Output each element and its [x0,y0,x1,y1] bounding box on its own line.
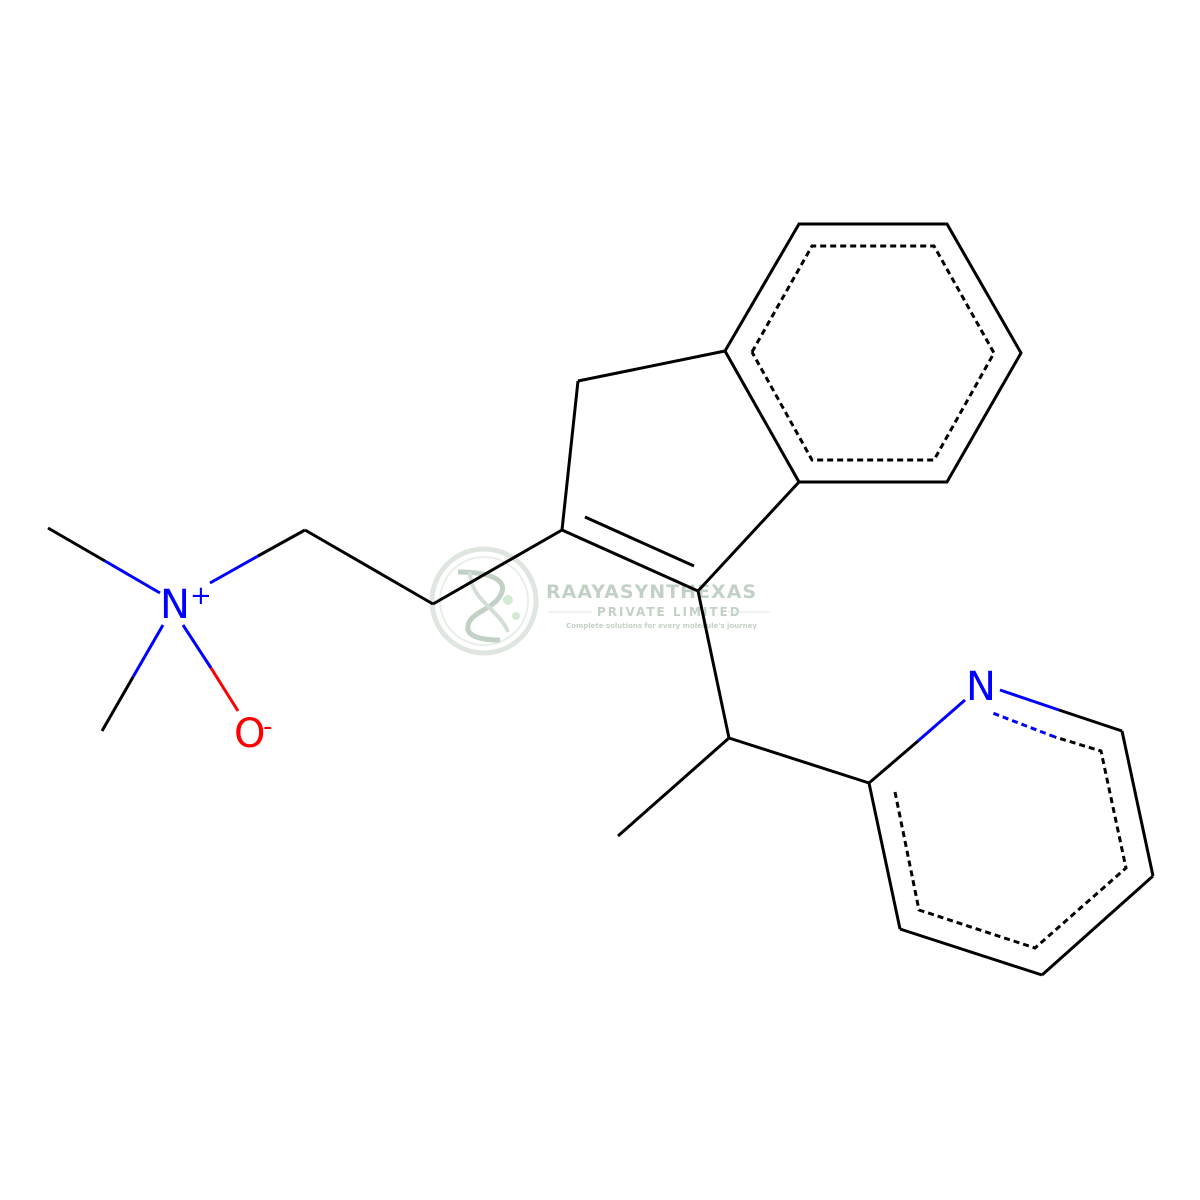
bond-c2-c3 [561,528,699,593]
bond-chain-1 [304,528,434,606]
amine-oxide-group: N + O - [47,526,306,757]
bond-c3-c3a [696,480,801,593]
bond-c2-ch2 [560,380,580,531]
bond-methyl2-n [131,624,165,678]
pyridine-aromatic-inner-n [989,710,1056,739]
benzene-ring [723,222,1023,484]
bond-ch-methyl [617,736,730,838]
bond-py-n-c2-n [917,698,966,743]
watermark: RAAYASYNTHEXAS PRIVATE LIMITED Complete … [429,546,770,656]
watermark-name: RAAYASYNTHEXAS [546,581,757,603]
watermark-logo [429,546,539,656]
atom-n-amine: N [160,582,190,628]
bond-py-n-c2-c [868,739,919,785]
bond-c2-c3-double [584,515,695,568]
indene-cyclopentene-ring [560,349,801,593]
bond-py-c3-c4 [899,927,1043,977]
ethyl-linker [304,528,563,606]
bond-py-c6-n-c [1058,708,1123,733]
bond-py-c4-c5 [1041,874,1154,977]
bond-methyl2-c [100,676,135,732]
bond-methyl1-c [47,526,106,563]
watermark-subtitle: PRIVATE LIMITED [597,605,742,619]
bond-py-c5-c6 [1120,730,1155,877]
bond-c3-ch [696,590,731,739]
atom-n-amine-charge: + [190,581,212,611]
bond-ch-pyridine [728,736,870,785]
bond-py-c6-n-n [999,688,1060,712]
bond-py-c2-c3 [867,782,902,930]
bond-n-o-n [181,624,213,669]
bond-n-chain-n [209,554,259,585]
atom-o-oxide: O [234,711,265,757]
pyridine-ring: N [867,664,1155,977]
atom-n-pyridine: N [966,664,996,710]
atom-o-oxide-charge: - [263,712,272,742]
ethylidene-bridge [617,590,870,838]
benzene-outline [723,222,1023,484]
bond-n-o-o [209,667,240,712]
watermark-tagline: Complete solutions for every molecule's … [566,622,757,630]
bond-methyl1-n [104,559,161,595]
bond-chain-2 [432,528,563,606]
bond-n-chain-c [257,528,306,558]
pyridine-aromatic-inner [893,735,1128,950]
benzene-aromatic-inner [750,244,996,462]
bond-ch2-c7a [577,349,726,383]
